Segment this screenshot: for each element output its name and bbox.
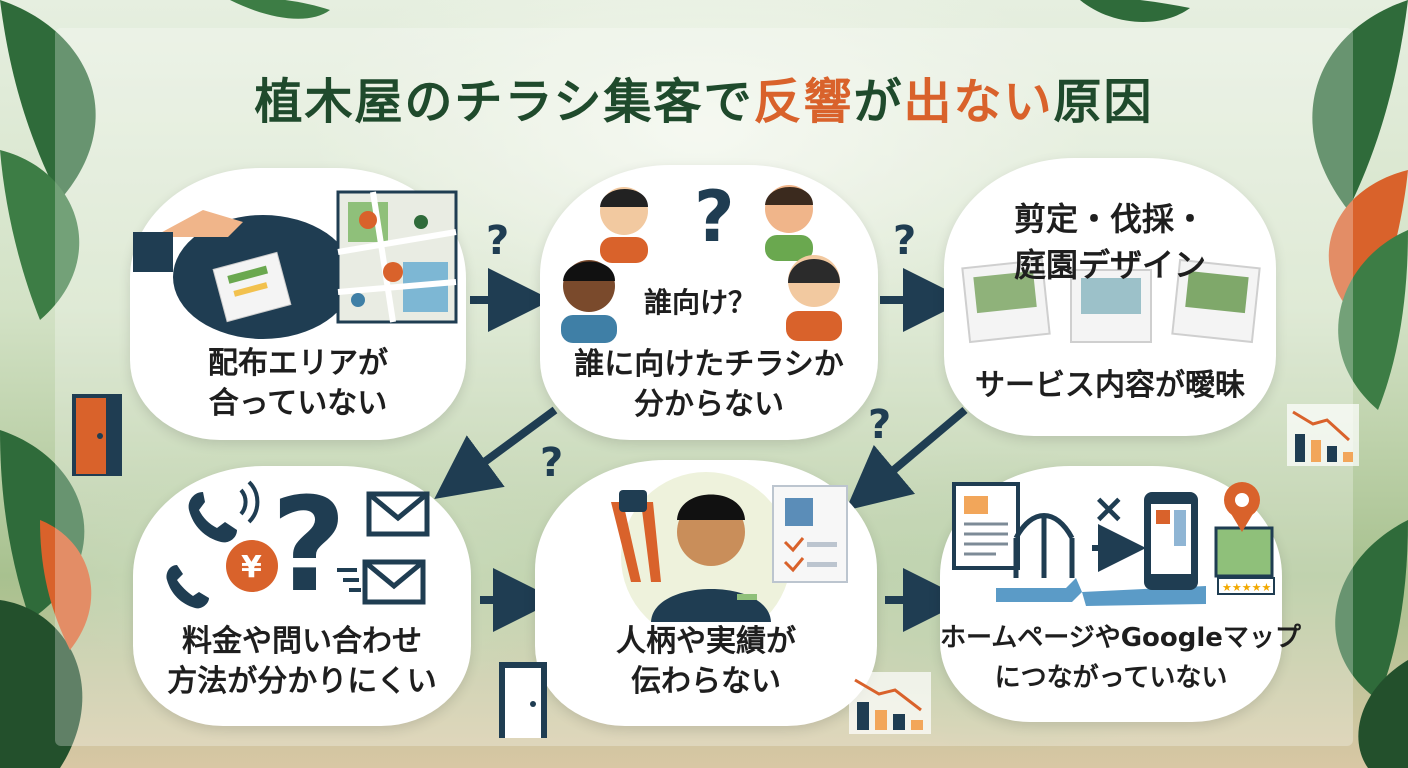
arrow-2-4 xyxy=(434,406,558,499)
service-sign-line-2: 庭園デザイン xyxy=(1013,246,1206,284)
arrow-3-5 xyxy=(845,406,968,511)
leaf-decoration-right xyxy=(1312,0,1408,768)
svg-text:?: ? xyxy=(271,470,346,621)
title-text-3: 原因 xyxy=(1053,74,1154,130)
card-target-unclear: ? 誰向け？ 誰に向けたチラシか 分からない xyxy=(540,165,878,440)
svg-text:×: × xyxy=(1092,486,1126,532)
yen-icon: ¥ xyxy=(241,550,262,585)
card-4-line-1: 料金や問い合わせ xyxy=(182,624,422,659)
card-3-label: サービス内容が曖昧 xyxy=(975,368,1245,403)
declining-chart-icon-bottom xyxy=(849,672,931,734)
pruning-shears-icon xyxy=(611,502,661,582)
card-web-disconnected: × ★★★★★ ホームページやGoogleマップ につながっていない xyxy=(940,466,1301,722)
card-1-label: 配布エリアが 合っていない xyxy=(130,344,466,424)
declining-chart-icon xyxy=(1287,404,1359,466)
card-6-label: ホームページやGoogleマップ につながっていない xyxy=(940,618,1301,698)
card-6-line-2: につながっていない xyxy=(994,663,1228,693)
card-2-label: 誰に向けたチラシか 分からない xyxy=(540,345,878,425)
broken-bridge-icon xyxy=(1013,513,1075,578)
card-service-unclear: 剪定・伐採・ 庭園デザイン サービス内容が曖昧 xyxy=(944,158,1276,436)
card-2-line-1: 誰に向けたチラシか xyxy=(574,347,844,382)
phone-mail-icon: ? ¥ xyxy=(166,470,430,621)
card-5-label: 人柄や実績が 伝わらない xyxy=(535,622,877,702)
card-4-line-2: 方法が分かりにくい xyxy=(167,664,437,699)
page-title: 植木屋のチラシ集客で反響が出ない原因 xyxy=(0,62,1408,132)
card-5-line-2: 伝わらない xyxy=(631,664,781,699)
gardener-profile-icon xyxy=(611,472,848,622)
title-accent-2: 出ない xyxy=(903,74,1054,130)
card-pricing-unclear: ? ¥ 料金や問い合わせ 方法が分かりにくい xyxy=(133,466,471,726)
question-mark-2: ? xyxy=(893,218,917,264)
title-text-2: が xyxy=(853,74,904,130)
people-icon: ? xyxy=(561,176,842,343)
svg-text:?: ? xyxy=(694,176,735,258)
card-5-line-1: 人柄や実績が xyxy=(616,624,796,659)
card-distribution-area: 配布エリアが 合っていない xyxy=(130,168,466,440)
question-mark-1: ? xyxy=(486,218,510,264)
card-personality-unclear: 人柄や実績が 伝わらない xyxy=(535,460,877,726)
flyer-photos-icon xyxy=(961,258,1261,344)
service-sign-line-1: 剪定・伐採・ xyxy=(1013,200,1206,238)
rating-stars-icon xyxy=(1217,577,1275,595)
leaf-decoration-left xyxy=(0,0,96,768)
question-mark-4: ? xyxy=(868,402,892,448)
speech-bubble-who-for: 誰向け？ xyxy=(644,286,757,319)
card-4-label: 料金や問い合わせ 方法が分かりにくい xyxy=(133,622,471,702)
leaf-decoration-top xyxy=(230,0,1190,22)
door-icon-bottom xyxy=(499,662,547,738)
hand-flyer-icon xyxy=(133,190,458,339)
card-2-line-2: 分からない xyxy=(634,387,784,422)
question-mark-3: ? xyxy=(540,440,564,486)
web-disconnect-icon: × ★★★★★ xyxy=(952,482,1275,606)
door-icon xyxy=(72,394,122,476)
card-1-line-1: 配布エリアが xyxy=(208,346,388,381)
card-1-line-2: 合っていない xyxy=(208,386,388,421)
service-sign: 剪定・伐採・ 庭園デザイン xyxy=(944,196,1276,288)
svg-text:★★★★★: ★★★★★ xyxy=(1222,581,1271,594)
card-6-line-1: ホームページやGoogleマップ xyxy=(940,623,1301,653)
title-accent-1: 反響 xyxy=(753,74,854,130)
title-text-1: 植木屋のチラシ集客で xyxy=(254,74,754,130)
